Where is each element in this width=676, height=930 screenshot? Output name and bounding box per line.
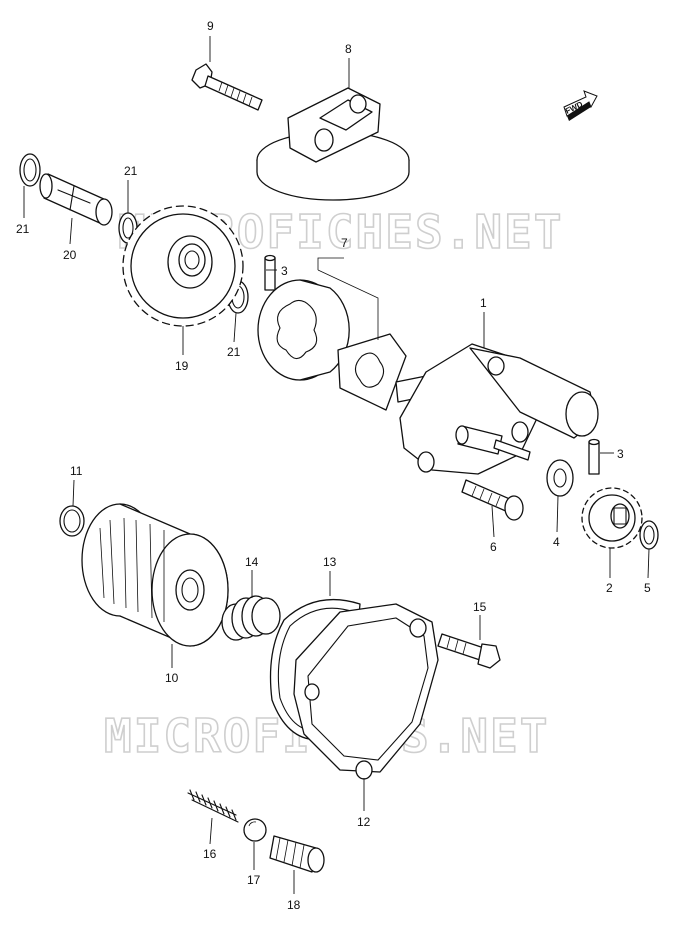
callout-20: 20 bbox=[63, 248, 77, 262]
spring-16 bbox=[187, 789, 239, 823]
ball-17 bbox=[243, 818, 267, 842]
filter-cover-12 bbox=[293, 603, 439, 780]
pin-3-lower bbox=[588, 438, 600, 475]
callout-16: 16 bbox=[203, 847, 217, 861]
drive-gear-2 bbox=[581, 487, 643, 549]
callout-15: 15 bbox=[473, 600, 487, 614]
callout-11: 11 bbox=[70, 464, 83, 478]
callout-12: 12 bbox=[357, 815, 371, 829]
clip-5 bbox=[639, 520, 659, 550]
rotor-set-7 bbox=[257, 257, 429, 411]
callout-3-lower: 3 bbox=[617, 447, 624, 461]
shaft-20 bbox=[39, 173, 113, 226]
pin-3-upper bbox=[264, 254, 276, 291]
bolt-9 bbox=[191, 63, 263, 111]
callout-2: 2 bbox=[606, 581, 613, 595]
callout-1: 1 bbox=[480, 296, 487, 310]
callout-4: 4 bbox=[553, 535, 560, 549]
plug-18 bbox=[269, 835, 325, 873]
housing-cap-8 bbox=[256, 87, 410, 201]
gear-19 bbox=[122, 205, 244, 327]
callout-8: 8 bbox=[345, 42, 352, 56]
washer-4 bbox=[546, 459, 574, 497]
callout-10: 10 bbox=[165, 671, 179, 685]
spring-14 bbox=[221, 595, 281, 641]
o-ring-11 bbox=[59, 505, 85, 537]
callout-7: 7 bbox=[341, 236, 348, 250]
callout-6: 6 bbox=[490, 540, 497, 554]
oil-filter-10 bbox=[81, 503, 229, 647]
callout-21-middle: 21 bbox=[124, 164, 138, 178]
callout-5: 5 bbox=[644, 581, 651, 595]
screw-6 bbox=[461, 479, 524, 521]
callout-17: 17 bbox=[247, 873, 261, 887]
callout-9: 9 bbox=[207, 19, 214, 33]
callout-18: 18 bbox=[287, 898, 301, 912]
callout-21-right: 21 bbox=[227, 345, 241, 359]
callout-19: 19 bbox=[175, 359, 189, 373]
forward-arrow-icon: FWD bbox=[563, 90, 598, 121]
pump-body-1 bbox=[399, 343, 599, 475]
bolt-15 bbox=[437, 633, 501, 669]
callout-21-left: 21 bbox=[16, 222, 30, 236]
callout-13: 13 bbox=[323, 555, 337, 569]
circlip-21-left bbox=[19, 153, 41, 187]
callout-3-upper: 3 bbox=[281, 264, 288, 278]
callout-14: 14 bbox=[245, 555, 259, 569]
